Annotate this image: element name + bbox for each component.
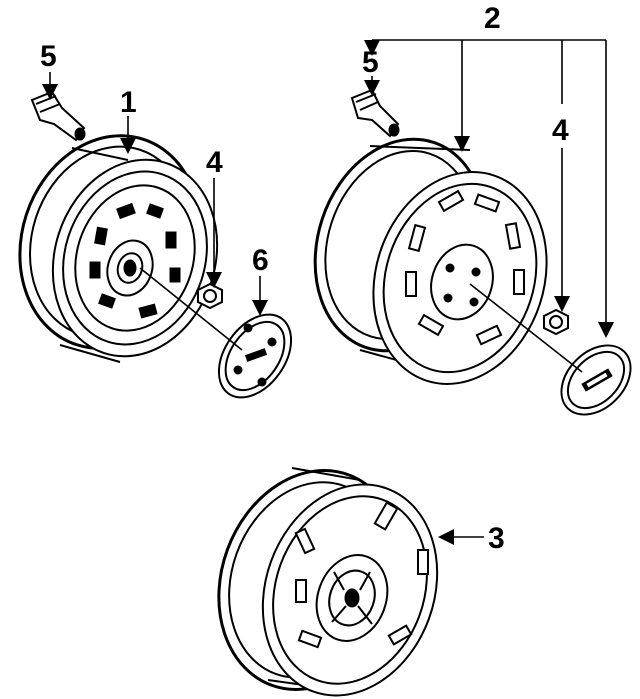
lug-nut-icon[interactable] (197, 282, 223, 310)
spare-wheel-slots (294, 501, 429, 649)
wheel-left[interactable] (0, 112, 242, 378)
center-cap-icon[interactable] (548, 332, 640, 428)
callout-valve-stem-left: 5 (40, 40, 57, 73)
wheel-left-slots (89, 202, 181, 319)
valve-stem-icon[interactable] (30, 90, 86, 142)
wheel-right[interactable] (289, 117, 574, 407)
callout-wheel-left: 1 (120, 86, 137, 119)
lug-nut-icon[interactable] (543, 308, 569, 336)
callout-lug-nut-right: 4 (552, 114, 569, 147)
callout-lug-nut-left: 4 (206, 146, 223, 179)
callout-wheel-assembly-right: 2 (484, 2, 501, 35)
callout-hub-cap-left: 6 (252, 244, 269, 277)
valve-stem-icon[interactable] (350, 88, 400, 138)
callout-valve-stem-right: 5 (362, 46, 379, 79)
callout-spare-wheel: 3 (488, 522, 505, 555)
spare-wheel[interactable] (189, 445, 466, 699)
callout-labels: 5 1 4 6 2 5 4 3 (40, 2, 569, 555)
hub-cap-icon[interactable] (204, 301, 306, 411)
wheel-right-slots (405, 189, 525, 346)
leader-lines (42, 39, 614, 545)
